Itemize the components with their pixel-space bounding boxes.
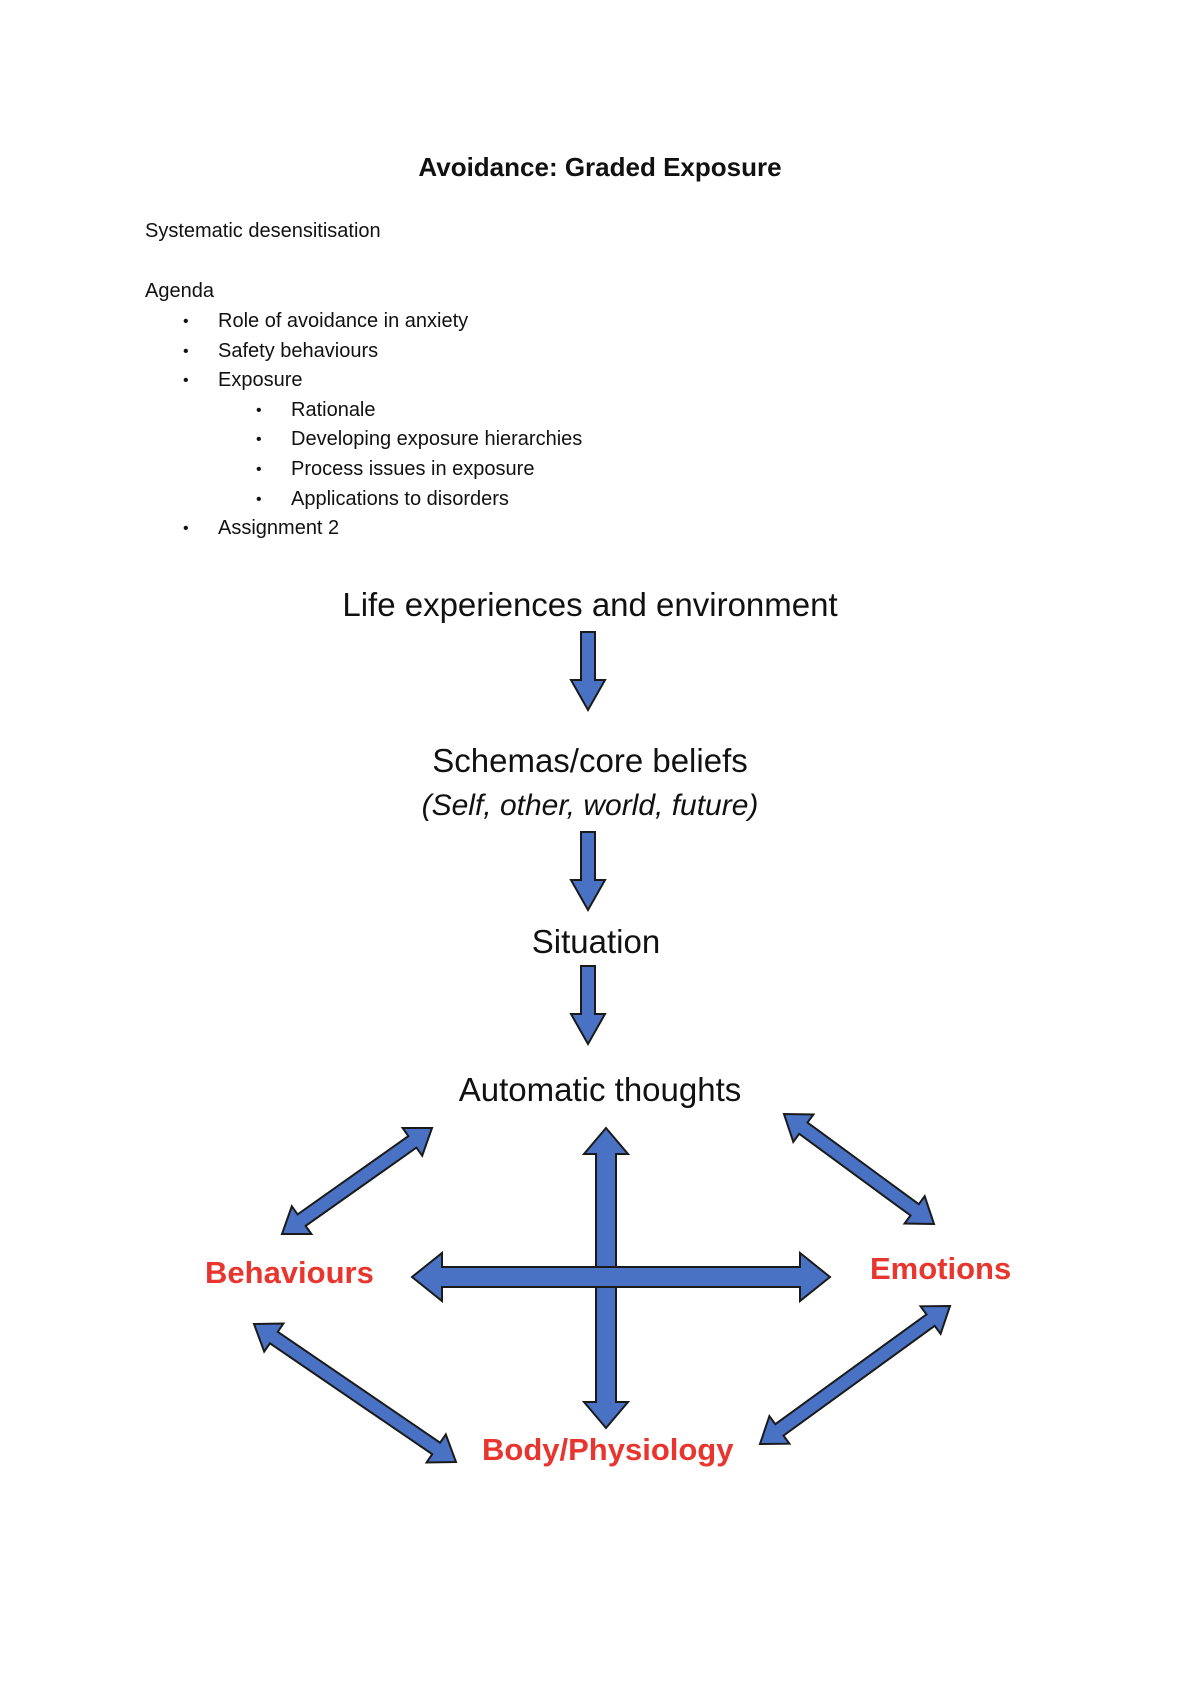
bullet-icon: • xyxy=(256,490,262,508)
life-experiences-label: Life experiences and environment xyxy=(342,586,838,623)
automatic-thoughts-label: Automatic thoughts xyxy=(458,1071,742,1108)
agenda-item-text: Developing exposure hierarchies xyxy=(291,428,583,451)
arrow-life-to-schemas xyxy=(569,631,607,713)
emotions-label: Emotions xyxy=(870,1251,1012,1286)
bullet-icon: • xyxy=(256,460,262,478)
arrow-situation-to-thoughts xyxy=(569,965,607,1047)
agenda-subitem: • Rationale xyxy=(145,396,582,426)
agenda-item-text: Process issues in exposure xyxy=(291,457,535,480)
document-subtitle: Systematic desensitisation xyxy=(145,220,381,242)
arrow-thoughts-emotions xyxy=(782,1112,936,1226)
agenda-heading: Agenda xyxy=(145,280,214,302)
arrow-emotions-body xyxy=(758,1304,952,1446)
schemas-label: Schemas/core beliefs xyxy=(432,742,748,779)
agenda-list: • Role of avoidance in anxiety • Safety be… xyxy=(145,307,582,544)
schemas-detail-label: (Self, other, world, future) xyxy=(421,789,759,822)
agenda-item: • Role of avoidance in anxiety xyxy=(145,307,582,337)
arrow-schemas-to-situation xyxy=(569,831,607,913)
arrow-behaviours-emotions xyxy=(410,1250,832,1304)
arrow-thoughts-behaviours xyxy=(280,1127,434,1235)
bullet-icon: • xyxy=(183,313,189,330)
behaviours-label: Behaviours xyxy=(205,1255,374,1290)
agenda-item: • Exposure xyxy=(145,366,582,396)
bullet-icon: • xyxy=(256,401,262,419)
document-title: Avoidance: Graded Exposure xyxy=(418,152,782,182)
bullet-icon: • xyxy=(183,520,189,538)
bullet-icon: • xyxy=(256,431,262,449)
agenda-subitem: • Applications to disorders xyxy=(145,485,582,515)
bullet-icon: • xyxy=(183,342,189,360)
bullet-icon: • xyxy=(183,372,189,390)
agenda-item-text: Assignment 2 xyxy=(218,517,340,540)
body-physiology-label: Body/Physiology xyxy=(482,1432,734,1467)
agenda-item: • Safety behaviours xyxy=(145,337,582,367)
agenda-subitem: • Process issues in exposure xyxy=(145,455,582,485)
agenda-item-text: Rationale xyxy=(291,398,376,421)
agenda-item: • Assignment 2 xyxy=(145,514,582,544)
agenda-item-text: Safety behaviours xyxy=(218,339,379,362)
agenda-subitem: • Developing exposure hierarchies xyxy=(145,425,582,455)
agenda-item-text: Applications to disorders xyxy=(291,487,509,510)
agenda-item-text: Exposure xyxy=(218,369,303,392)
situation-label: Situation xyxy=(531,923,661,960)
arrow-behaviours-body xyxy=(252,1322,458,1464)
agenda-item-text: Role of avoidance in anxiety xyxy=(218,310,469,332)
